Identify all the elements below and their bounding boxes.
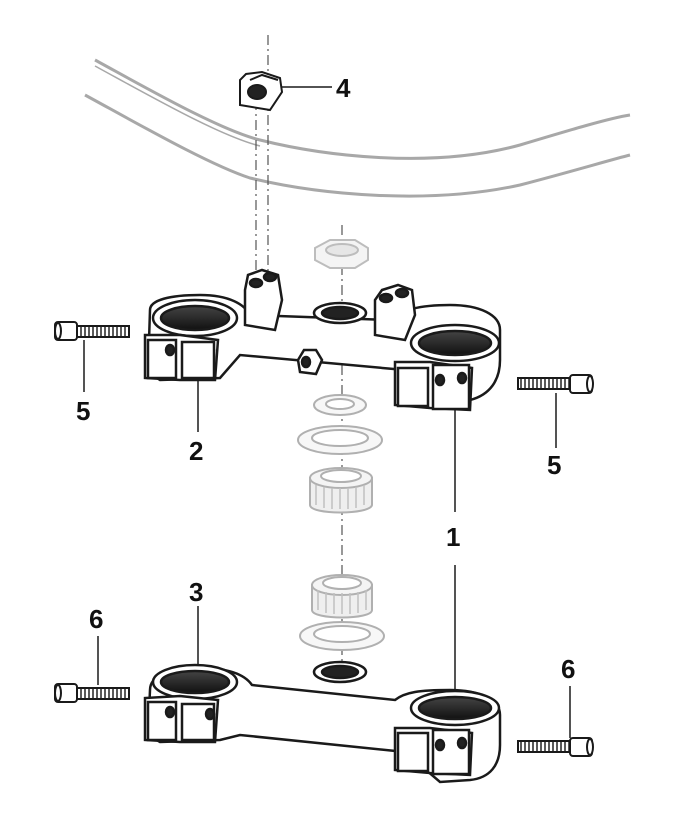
callout-part-3: 3 [189,577,204,607]
callout-part-2: 2 [189,436,204,466]
frame-outline [84,58,631,198]
clamp-bolt-part-5-left [54,321,130,341]
upper-triple-clamp-part-2 [143,268,502,412]
clamp-bolt-part-6-left [54,683,130,703]
callout-part-6-left: 6 [89,604,104,634]
callout-part-5-left: 5 [76,396,91,426]
bearing-stack-lower [299,574,385,651]
lower-triple-clamp-part-3 [143,660,502,784]
clamp-bracket-part-4 [239,70,284,112]
bearing-stack-upper [297,394,383,514]
callout-part-6-right: 6 [561,654,576,684]
clamp-bolt-part-6-right [517,737,594,757]
callout-part-4: 4 [336,73,351,103]
callout-part-5-right: 5 [547,450,562,480]
clamp-bolt-part-5-right [517,374,594,394]
leader-lines [83,86,571,738]
callout-part-1: 1 [446,522,461,552]
steering-nut [314,239,369,269]
